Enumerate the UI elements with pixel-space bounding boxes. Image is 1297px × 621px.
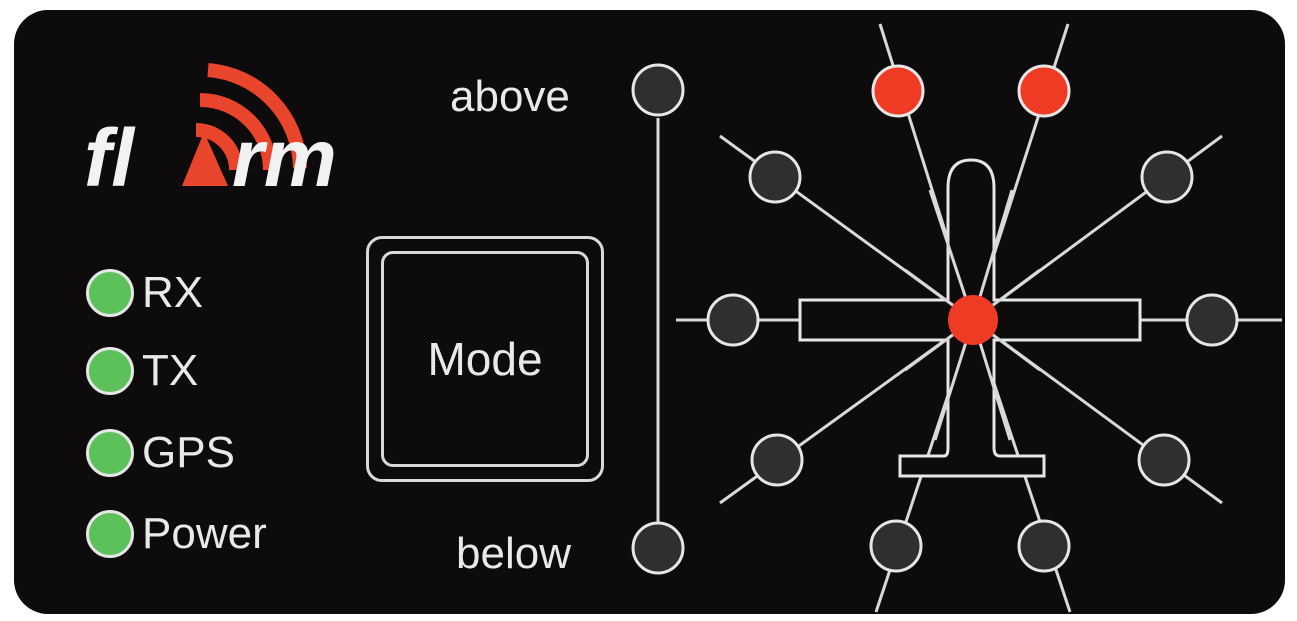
- mode-button-label: Mode: [427, 333, 543, 385]
- led-clock-12: [1017, 64, 1071, 118]
- tx-label: TX: [142, 346, 199, 395]
- logo-rm-text: rm: [232, 113, 337, 204]
- below-label: below: [456, 529, 571, 578]
- above-label: above: [450, 72, 570, 121]
- tx-led: [86, 347, 134, 395]
- gps-led: [86, 429, 134, 477]
- led-below: [631, 521, 685, 575]
- led-clock-3: [1185, 293, 1239, 347]
- led-center: [948, 295, 998, 345]
- power-label: Power: [142, 509, 267, 558]
- mode-button[interactable]: Mode: [366, 236, 604, 482]
- led-clock-8: [750, 433, 804, 487]
- flarm-logo: fl rm: [84, 63, 337, 204]
- rx-led: [86, 269, 134, 317]
- led-above: [631, 63, 685, 117]
- led-clock-7: [869, 519, 923, 573]
- logo-a-triangle: [182, 132, 228, 186]
- rx-label: RX: [142, 268, 204, 317]
- status-row-gps: GPS: [86, 429, 235, 477]
- logo-fl-text: fl: [84, 113, 136, 204]
- status-row-rx: RX: [86, 269, 203, 317]
- led-clock-11: [871, 64, 925, 118]
- power-led: [86, 510, 134, 558]
- led-clock-1: [1140, 150, 1194, 204]
- led-clock-10: [748, 150, 802, 204]
- status-row-tx: TX: [86, 347, 198, 395]
- led-clock-9: [706, 293, 760, 347]
- led-clock-4: [1137, 433, 1191, 487]
- status-row-power: Power: [86, 510, 267, 558]
- mode-button-inner: Mode: [381, 251, 589, 467]
- led-clock-5: [1017, 519, 1071, 573]
- gps-label: GPS: [142, 428, 235, 477]
